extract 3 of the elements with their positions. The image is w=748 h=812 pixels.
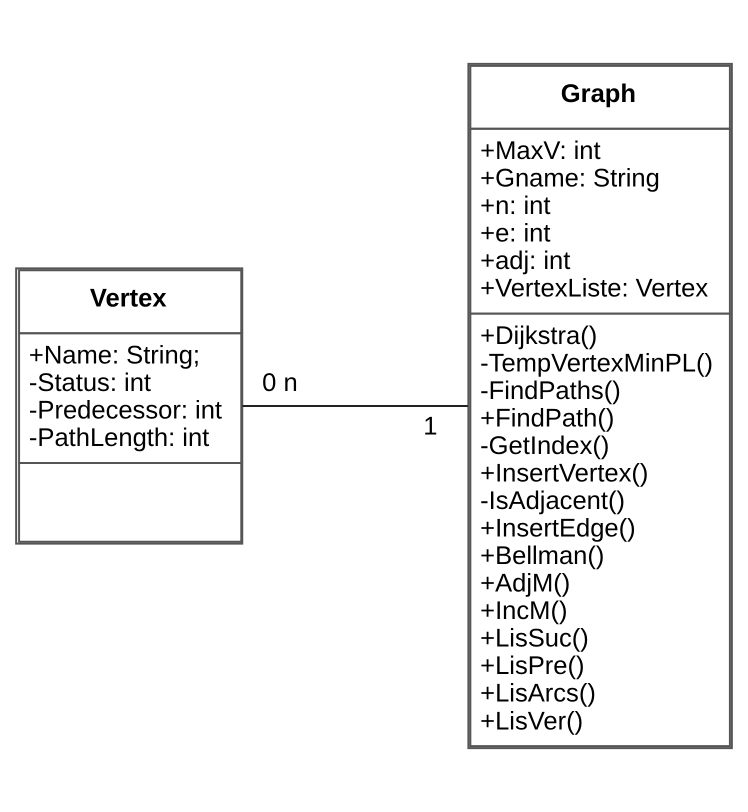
- connector: [242, 405, 468, 407]
- label: 0 n: [262, 369, 298, 398]
- label: 1: [423, 412, 438, 440]
